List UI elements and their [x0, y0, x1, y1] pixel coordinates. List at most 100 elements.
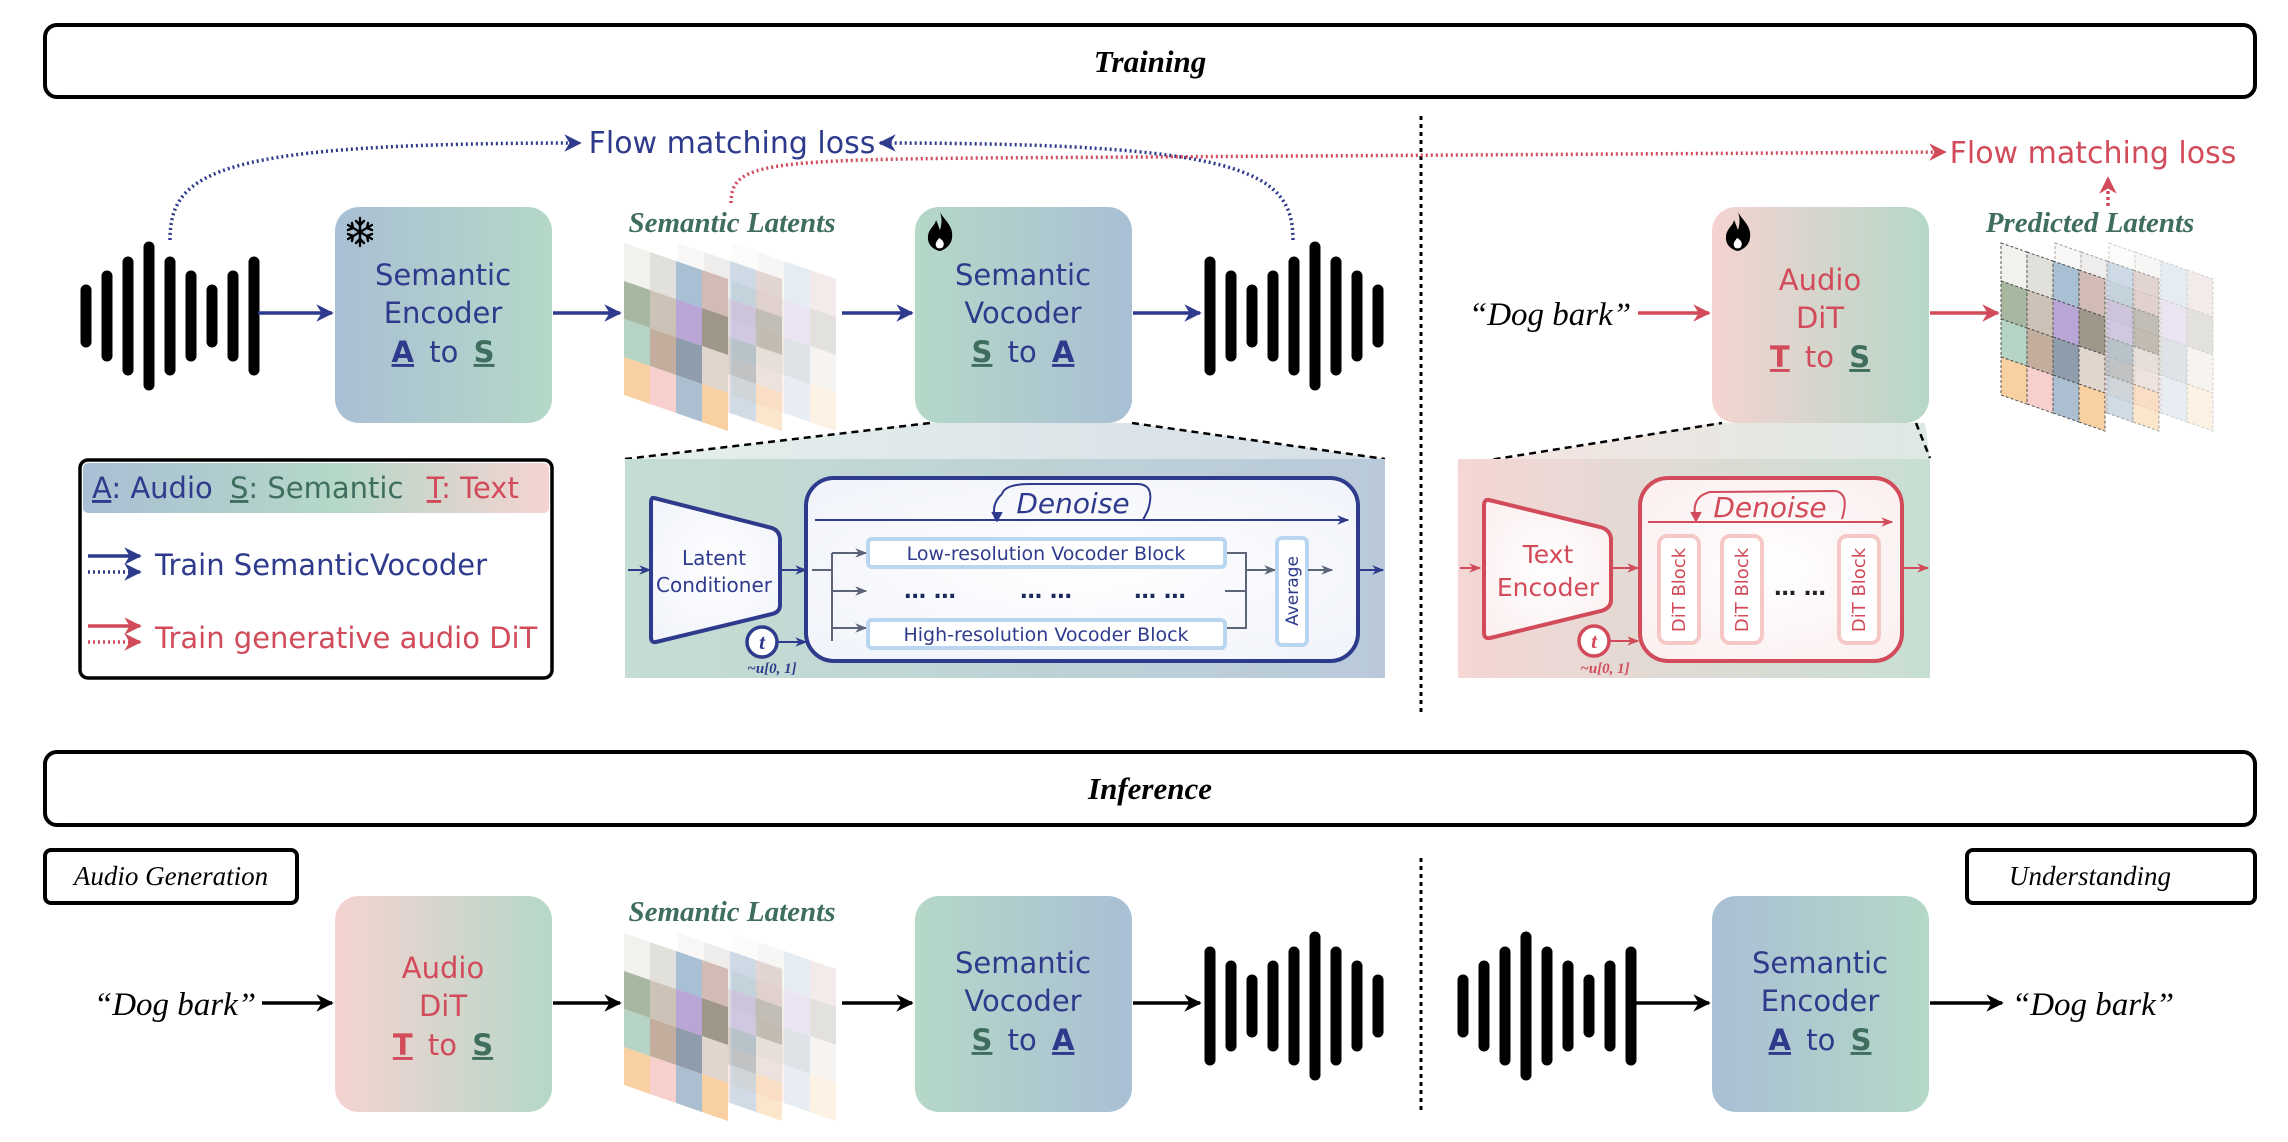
semantic-encoder-mapping: A to S — [392, 335, 495, 369]
dit-block-2 — [1720, 534, 1764, 645]
inference-header-box — [43, 750, 2257, 827]
latent-cell — [2132, 383, 2160, 432]
svg-text:DiT Block: DiT Block — [1849, 547, 1870, 632]
legend-key-row: A: Audio S: Semantic T: Text — [92, 471, 519, 505]
svg-text:… …: … … — [1134, 579, 1186, 604]
high-res-vocoder-block — [866, 618, 1227, 650]
svg-text:A to S: A to S — [1769, 1023, 1872, 1057]
latent-cell — [650, 252, 676, 299]
legend-train-dit: Train generative audio DiT — [154, 621, 538, 655]
latent-cell — [2186, 269, 2214, 318]
latent-panel — [624, 933, 728, 1121]
svg-text:T to S: T to S — [393, 1028, 493, 1062]
audio-waveform-output — [1210, 247, 1378, 385]
dit-block-1 — [1657, 534, 1701, 645]
training-header: Training — [1094, 44, 1207, 79]
latent-cell — [650, 1056, 676, 1103]
prompt-text: “Dog bark” — [1469, 297, 1631, 333]
latent-cell — [756, 308, 782, 355]
semantic-encoder-line2: Encoder — [384, 296, 503, 330]
svg-text:Low-resolution Vocoder Block: Low-resolution Vocoder Block — [907, 543, 1186, 565]
latent-panel — [2000, 242, 2106, 432]
audio-dit-line1: Audio — [1779, 263, 1861, 297]
svg-text:… …: … … — [1774, 576, 1826, 601]
understanding-badge — [1965, 848, 2257, 905]
svg-text:Text: Text — [1522, 540, 1574, 569]
latent-cell — [784, 1027, 810, 1074]
latent-cell — [650, 942, 676, 989]
latent-cell — [730, 375, 756, 422]
latent-cell — [756, 998, 782, 1045]
semantic-encoder-box: Semantic Encoder A to S — [335, 207, 552, 423]
dit-denoise-label: Denoise — [1713, 491, 1826, 524]
latent-cell — [784, 299, 810, 346]
inference-prompt-in: “Dog bark” — [94, 987, 256, 1023]
red-loss-arrow — [729, 143, 1947, 204]
svg-text:DiT Block: DiT Block — [1732, 547, 1753, 632]
inference-semantic-latents-label: Semantic Latents — [628, 896, 835, 928]
latent-cell — [756, 346, 782, 393]
svg-text:Semantic: Semantic — [1752, 946, 1888, 980]
latent-cell — [730, 989, 756, 1036]
inference-header: Inference — [1087, 771, 1212, 806]
latent-cell — [810, 1074, 836, 1121]
latent-cell — [2186, 307, 2214, 356]
inference-audio-dit-box: Audio DiT T to S — [335, 896, 552, 1112]
latent-cell — [676, 989, 702, 1036]
map-to: S — [474, 335, 495, 369]
latent-panel — [624, 243, 728, 431]
text-encoder — [1482, 497, 1613, 641]
latent-cell — [702, 384, 728, 431]
dit-denoise-loop — [1638, 476, 1904, 663]
latent-cell — [2160, 374, 2188, 423]
latent-cell — [676, 337, 702, 384]
latent-cell — [784, 1065, 810, 1112]
inference-waveform-input — [1463, 937, 1631, 1075]
svg-text:Audio: Audio — [402, 951, 484, 985]
svg-text:Encoder: Encoder — [1761, 984, 1880, 1018]
svg-text:Understanding: Understanding — [2009, 861, 2171, 891]
svg-text:High-resolution Vocoder Block: High-resolution Vocoder Block — [903, 624, 1188, 646]
latent-cell — [730, 1065, 756, 1112]
audio-waveform-input — [86, 247, 254, 385]
latent-cell — [676, 951, 702, 998]
latent-cell — [702, 308, 728, 355]
latent-cell — [676, 299, 702, 346]
latent-cell — [702, 1074, 728, 1121]
svg-text:Average: Average — [1283, 556, 1303, 626]
latent-cell — [624, 357, 650, 404]
predicted-latents-grid — [2000, 242, 2214, 432]
semantic-latents-label: Semantic Latents — [628, 207, 835, 239]
svg-text:… …: … … — [1020, 579, 1072, 604]
svg-text:Encoder: Encoder — [1497, 573, 1600, 602]
legend-train-vocoder: Train SemanticVocoder — [154, 548, 487, 582]
latent-cell — [810, 960, 836, 1007]
latent-cell — [650, 328, 676, 375]
semantic-encoder-line1: Semantic — [375, 258, 511, 292]
inference-semantic-latents-grid — [624, 933, 836, 1121]
latent-cell — [702, 1036, 728, 1083]
latent-cell — [730, 1027, 756, 1074]
inference-waveform-output — [1210, 937, 1378, 1075]
semantic-vocoder-line2: Vocoder — [964, 296, 1081, 330]
latent-cell — [784, 261, 810, 308]
latent-cell — [702, 998, 728, 1045]
blue-loss-arrow-left — [168, 134, 582, 241]
latent-cell — [730, 299, 756, 346]
semantic-latents-grid — [624, 243, 836, 431]
semantic-vocoder-line1: Semantic — [955, 258, 1091, 292]
latent-cell — [756, 960, 782, 1007]
svg-text:DiT: DiT — [419, 989, 467, 1023]
svg-text:Audio Generation: Audio Generation — [72, 861, 268, 891]
latent-cell — [730, 337, 756, 384]
latent-cell — [2160, 336, 2188, 385]
blue-loss-arrow-right — [878, 134, 1295, 241]
low-res-vocoder-block — [866, 537, 1227, 569]
inference-prompt-out: “Dog bark” — [2012, 987, 2174, 1023]
latent-cell — [730, 951, 756, 998]
svg-text:Vocoder: Vocoder — [964, 984, 1081, 1018]
svg-text:Latent: Latent — [682, 546, 746, 570]
predicted-latents-label: Predicted Latents — [1985, 207, 2195, 239]
semantic-vocoder-box: Semantic Vocoder S to A — [915, 207, 1132, 423]
